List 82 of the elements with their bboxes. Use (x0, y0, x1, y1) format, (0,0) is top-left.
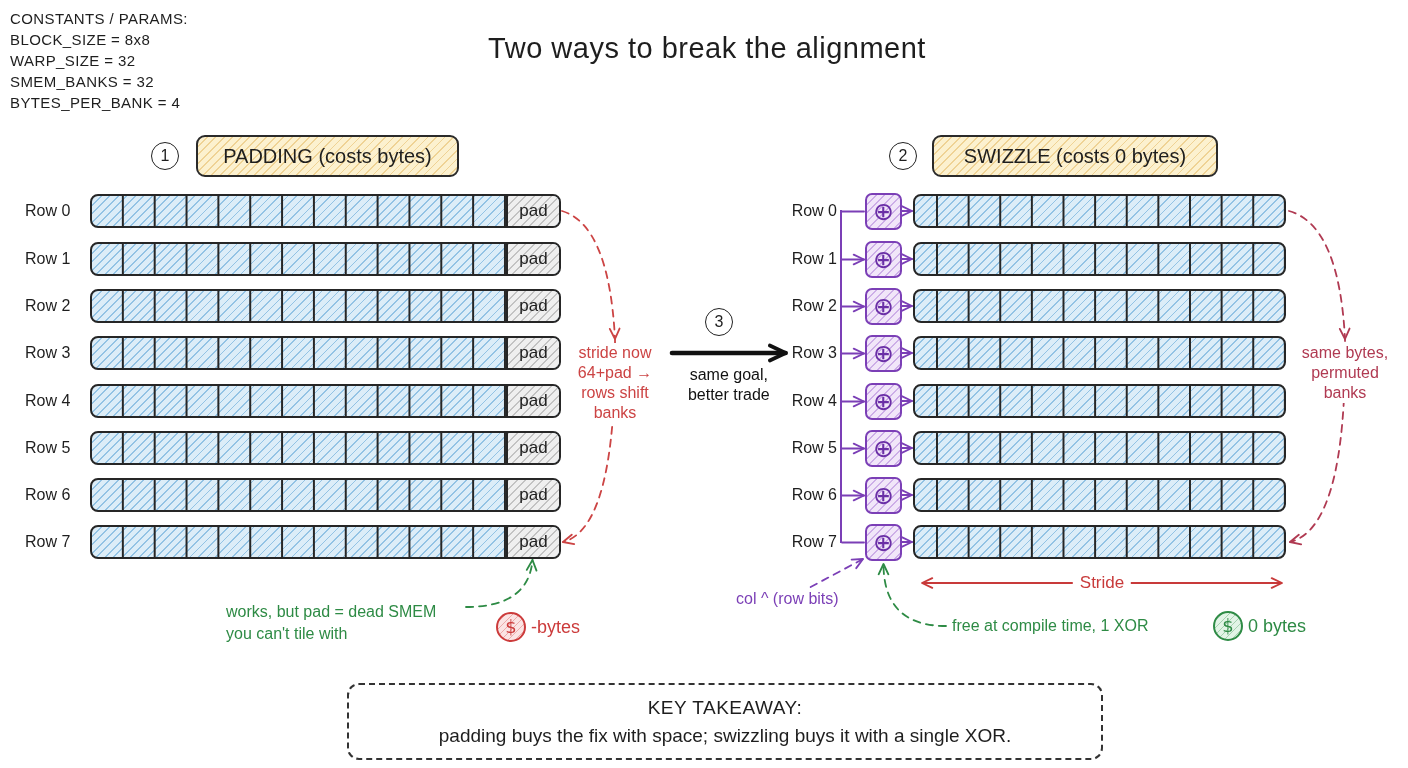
arrow (900, 205, 913, 217)
xor-gate: ⊕ (865, 477, 902, 514)
arrow (900, 395, 913, 407)
parameter-line: WARP_SIZE = 32 (10, 51, 136, 71)
dashed-arrow (465, 559, 537, 608)
memory-row-bar (913, 289, 1286, 323)
memory-row-bar (913, 336, 1286, 370)
padding-cell: pad (506, 196, 559, 226)
arrow (900, 489, 913, 501)
xor-gate: ⊕ (865, 383, 902, 420)
constants-heading: CONSTANTS / PARAMS: (10, 9, 188, 29)
memory-row-bar (913, 384, 1286, 418)
arrow (900, 253, 913, 265)
connector-line (841, 210, 865, 213)
xor-gate: ⊕ (865, 193, 902, 230)
row-label: Row 2 (791, 296, 837, 316)
arrow (900, 347, 913, 359)
row-label: Row 3 (791, 343, 837, 363)
xor-gate: ⊕ (865, 430, 902, 467)
padding-cell: pad (506, 433, 559, 463)
heading-box: PADDING (costs bytes) (196, 135, 459, 177)
row-label: Row 7 (25, 532, 71, 552)
parameter-line: BLOCK_SIZE = 8x8 (10, 30, 151, 50)
row-label: Row 1 (25, 249, 71, 269)
xor-gate: ⊕ (865, 524, 902, 561)
annotation-text: col ^ (row bits) (736, 588, 839, 610)
arrow (841, 442, 865, 455)
padding-cell: pad (506, 386, 559, 416)
padding-cell: pad (506, 291, 559, 321)
connector-line (841, 541, 865, 544)
annotation-text: free at compile time, 1 XOR (952, 615, 1149, 637)
row-label: Row 2 (25, 296, 71, 316)
takeaway-text: padding buys the fix with space; swizzling buys it with a single XOR. (438, 724, 1012, 747)
arrow (669, 343, 788, 363)
row-label: Row 6 (791, 485, 837, 505)
dashed-arrow (809, 558, 864, 588)
padding-cell: pad (506, 527, 559, 557)
row-label: Row 0 (25, 201, 71, 221)
heading-box: SWIZZLE (costs 0 bytes) (932, 135, 1218, 177)
arrow (900, 442, 913, 454)
cost-label: 0 bytes (1248, 615, 1307, 637)
arrow (841, 300, 865, 313)
row-label: Row 7 (791, 532, 837, 552)
row-label: Row 4 (25, 391, 71, 411)
parameter-line: SMEM_BANKS = 32 (10, 72, 154, 92)
padding-cell: pad (506, 338, 559, 368)
row-label: Row 4 (791, 391, 837, 411)
dashed-arrow (878, 563, 947, 627)
memory-row-bar (913, 242, 1286, 276)
xor-gate: ⊕ (865, 335, 902, 372)
row-label: Row 6 (25, 485, 71, 505)
step-number-circle: 3 (705, 308, 733, 336)
memory-row-bar (913, 431, 1286, 465)
dollar-coin: $ (1213, 611, 1243, 641)
arrow (900, 300, 913, 312)
memory-row-bar (913, 194, 1286, 228)
diagram-title: Two ways to break the alignment (488, 31, 926, 66)
row-label: Row 0 (791, 201, 837, 221)
padding-cell: pad (506, 244, 559, 274)
dollar-coin: $ (496, 612, 526, 642)
cost-label: -bytes (531, 616, 581, 638)
arrow (841, 253, 865, 266)
row-label: Row 5 (791, 438, 837, 458)
xor-gate: ⊕ (865, 241, 902, 278)
padding-cell: pad (506, 480, 559, 510)
annotation-text: works, but pad = dead SMEM you can't tile with (226, 601, 462, 645)
takeaway-heading: KEY TAKEAWAY: (647, 696, 803, 719)
row-label: Row 3 (25, 343, 71, 363)
memory-row-bar (913, 478, 1286, 512)
bus-line (840, 210, 842, 543)
step-number-circle: 1 (151, 142, 179, 170)
xor-gate: ⊕ (865, 288, 902, 325)
arrow (841, 347, 865, 360)
arrow (900, 536, 913, 548)
row-label: Row 1 (791, 249, 837, 269)
arrow (841, 489, 865, 502)
takeaway-box (347, 683, 1103, 760)
step-number-circle: 2 (889, 142, 917, 170)
row-label: Row 5 (25, 438, 71, 458)
arrow (841, 395, 865, 408)
parameter-line: BYTES_PER_BANK = 4 (10, 93, 181, 113)
memory-row-bar (913, 525, 1286, 559)
